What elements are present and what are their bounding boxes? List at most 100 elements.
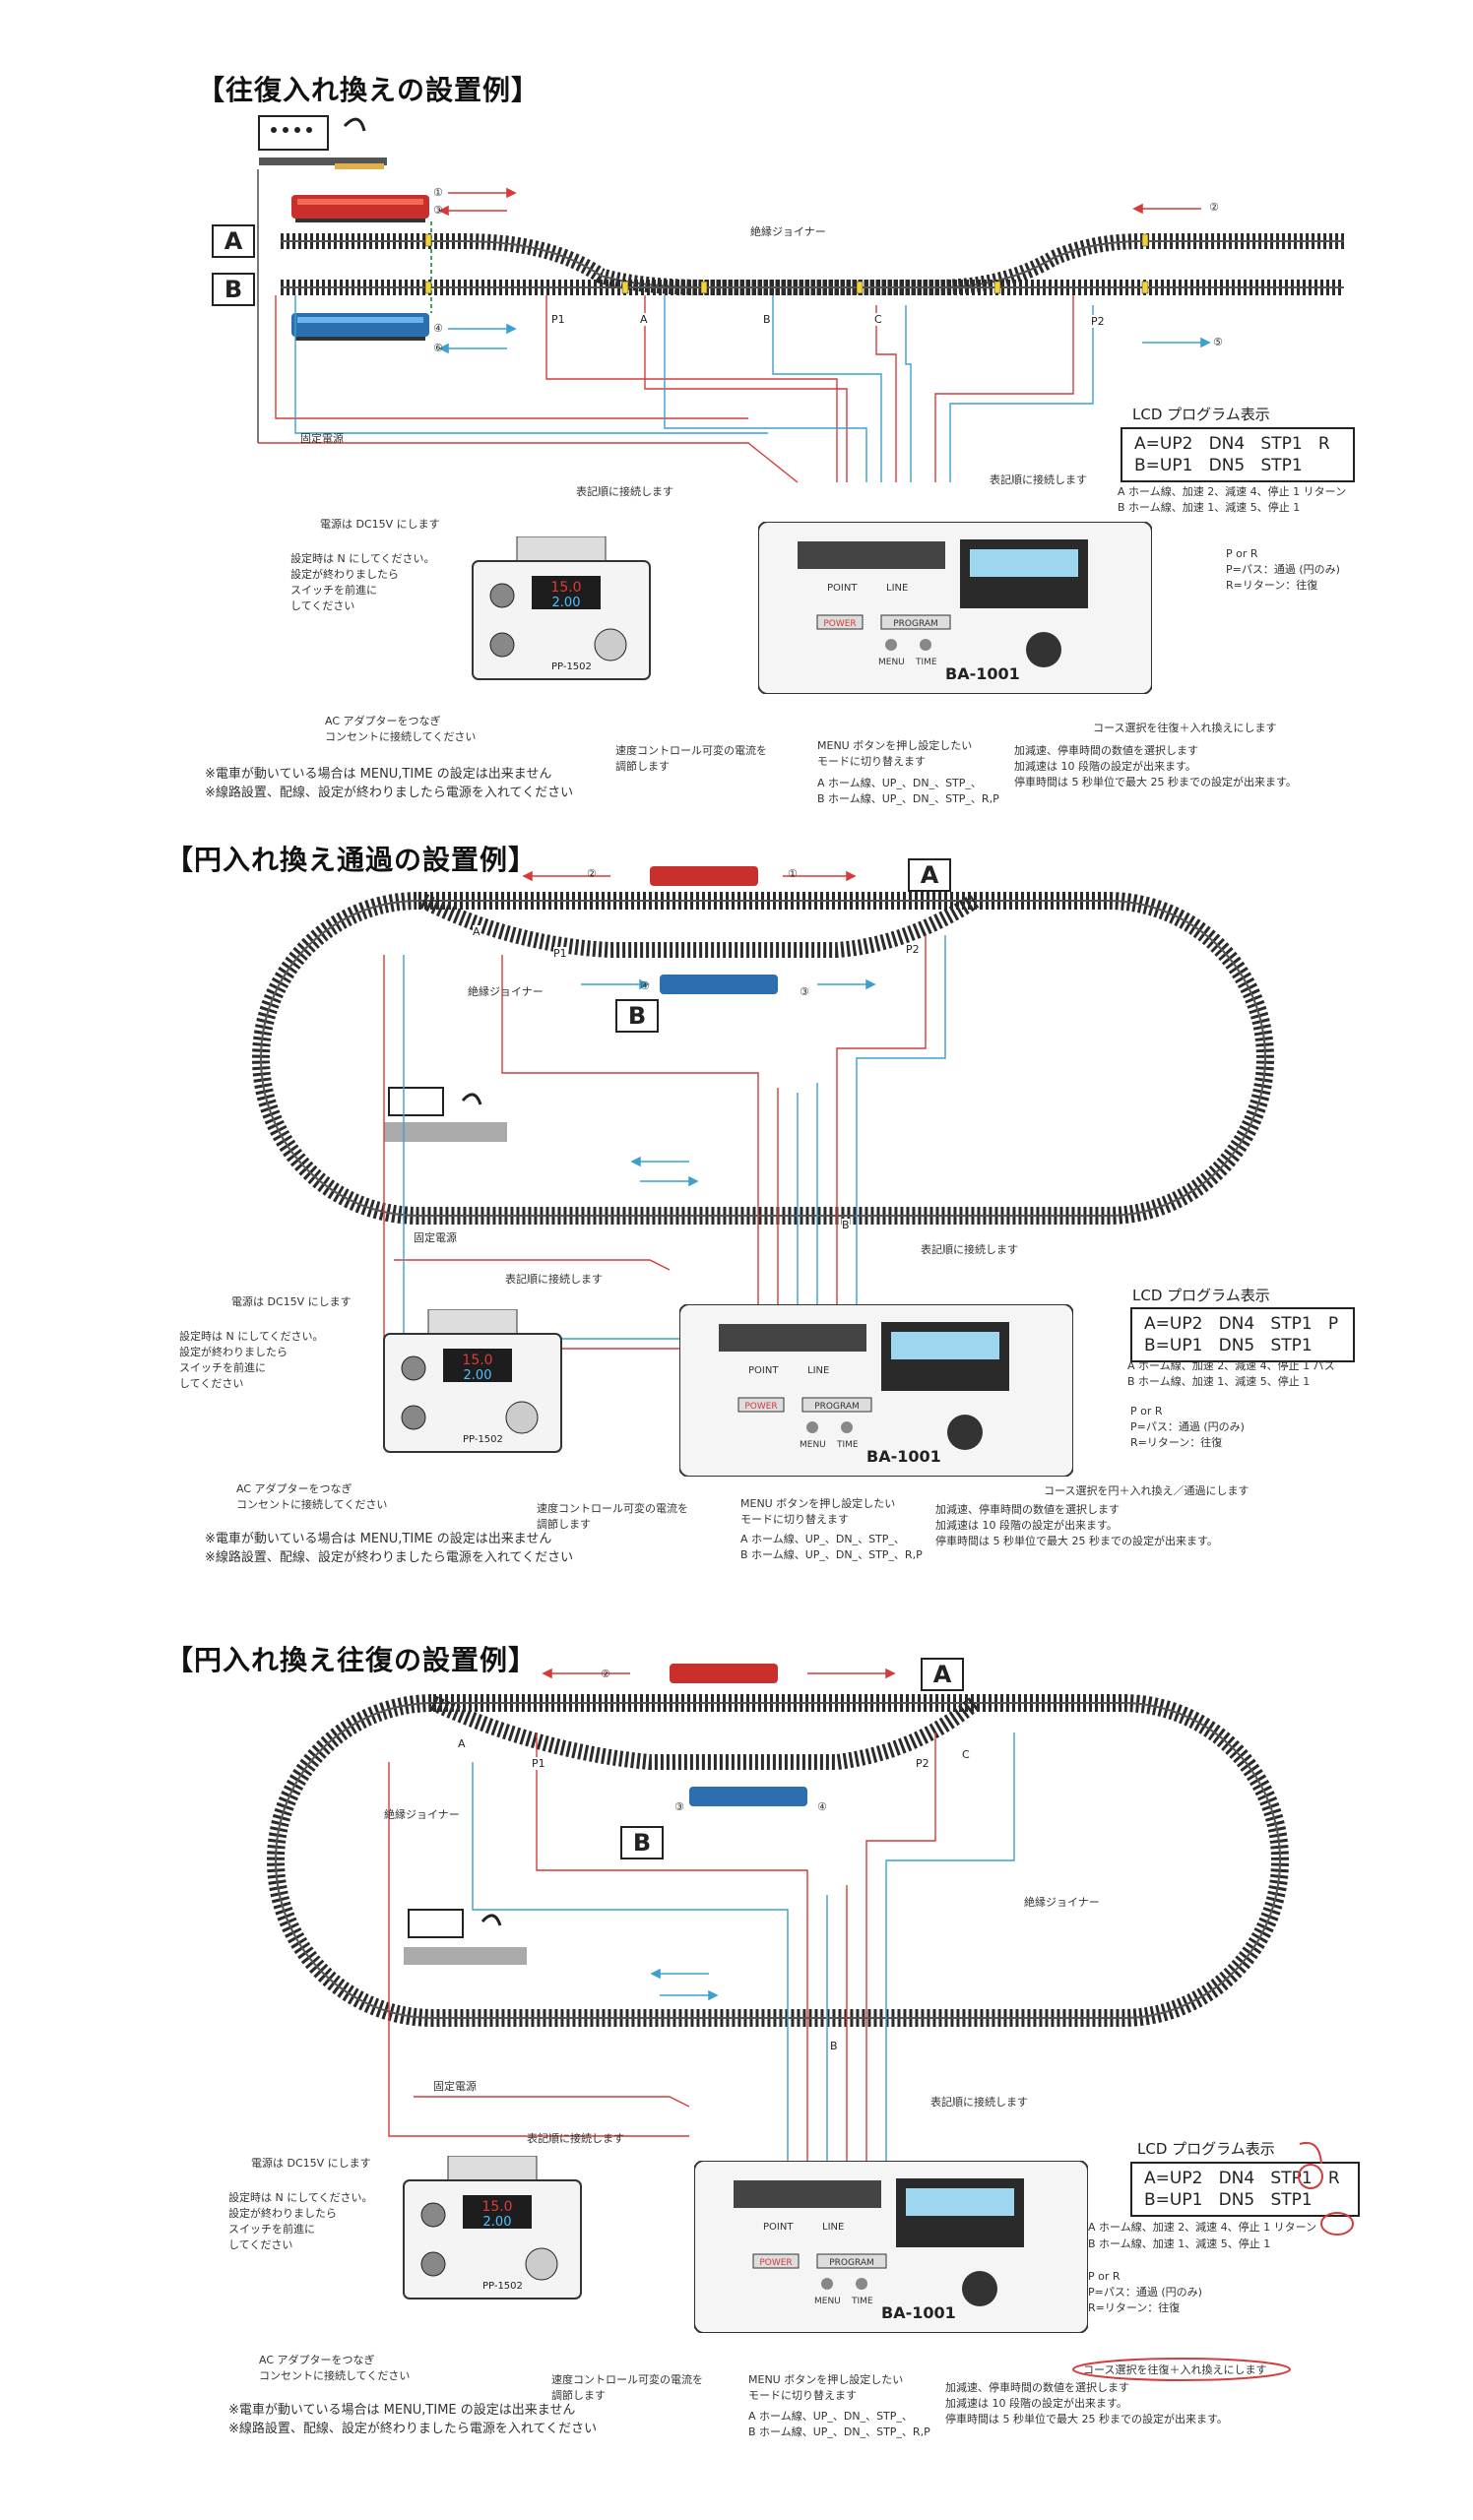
section2-diagram	[252, 866, 1274, 1368]
por-r: R=リターン：往復	[1226, 579, 1318, 592]
lcd-desc-1: A ホーム線、加速 2、減速 4、停止 1 リターン	[1088, 2221, 1317, 2234]
por-label: P or R	[1088, 2270, 1121, 2283]
svg-text:TIME: TIME	[836, 1440, 859, 1450]
point-label-p2: P2	[1091, 315, 1105, 328]
lcd-desc-2: B ホーム線、加速 1、減速 5、停止 1	[1118, 501, 1301, 514]
svg-text:POWER: POWER	[759, 2258, 792, 2268]
por-r: R=リターン：往復	[1088, 2301, 1181, 2314]
svg-text:LINE: LINE	[822, 2222, 844, 2233]
svg-text:POINT: POINT	[827, 583, 858, 594]
svg-text:PP-1502: PP-1502	[551, 662, 592, 672]
fixed-power-label: 固定電源	[300, 432, 344, 445]
por-p: P=パス：通過 (円のみ)	[1226, 563, 1340, 576]
station-icon	[404, 1909, 527, 1965]
menu-a-note: A ホーム線、UP_、DN_、STP_、	[748, 2410, 913, 2423]
point-label-p1: P1	[532, 1757, 545, 1770]
power-unit: 15.0 2.00 PP-1502	[374, 1308, 571, 1457]
connect-label-2: 表記順に接続します	[930, 2096, 1028, 2109]
por-r: R=リターン：往復	[1130, 1436, 1223, 1449]
svg-text:PROGRAM: PROGRAM	[829, 2258, 874, 2268]
point-label-p2: P2	[906, 943, 920, 956]
svg-text:15.0: 15.0	[481, 2199, 512, 2215]
circle-label: ③	[674, 1800, 684, 1813]
circle-label: ①	[788, 867, 798, 880]
dc15v-note: 電源は DC15V にします	[320, 518, 440, 531]
red-locomotive-icon	[291, 195, 429, 222]
point-label-a: A	[473, 925, 480, 938]
fixed-power-label: 固定電源	[433, 2080, 477, 2093]
menu-a-note: A ホーム線、UP_、DN_、STP_、	[740, 1533, 905, 1545]
speed-note: 速度コントロール可変の電流を 調節します	[615, 744, 767, 773]
section1-title: 【往復入れ換えの設置例】	[197, 74, 541, 106]
circle-label: ③	[800, 985, 809, 998]
accel-note: 加減速、停車時間の数値を選択します 加減速は 10 段階の設定が出来ます。 停車…	[945, 2381, 1228, 2426]
por-p: P=パス：通過 (円のみ)	[1088, 2286, 1202, 2299]
track-label-a: A	[921, 1658, 964, 1691]
section3-title: 【円入れ換え往復の設置例】	[165, 1644, 538, 1676]
menu-note: MENU ボタンを押し設定したい モードに切り替えます	[748, 2373, 904, 2402]
track-label-b: B	[212, 273, 255, 306]
speed-note: 速度コントロール可変の電流を 調節します	[537, 1502, 688, 1531]
menu-b-note: B ホーム線、UP_、DN_、STP_、R,P	[817, 792, 999, 805]
ac-note: AC アダプターをつなぎ コンセントに接続してください	[325, 715, 477, 743]
joiner-label: 絶縁ジョイナー	[384, 1808, 460, 1821]
speed-note: 速度コントロール可変の電流を 調節します	[551, 2373, 703, 2402]
power-unit: 15.0 2.00 PP-1502	[463, 536, 660, 684]
lcd-desc-2: B ホーム線、加速 1、減速 5、停止 1	[1127, 1375, 1311, 1388]
svg-text:LINE: LINE	[807, 1365, 829, 1376]
menu-a-note: A ホーム線、UP_、DN_、STP_、	[817, 777, 982, 789]
svg-text:LINE: LINE	[886, 583, 908, 594]
svg-text:POINT: POINT	[763, 2222, 794, 2233]
course-note: コース選択を往復＋入れ換えにします	[1093, 722, 1277, 734]
warning-1: ※電車が動いている場合は MENU,TIME の設定は出来ません	[205, 1532, 552, 1546]
track-label-a: A	[212, 224, 255, 258]
track-label-a: A	[908, 858, 951, 892]
circle-label: ②	[587, 867, 597, 880]
joiner-label: 絶縁ジョイナー	[468, 985, 544, 998]
joiner-label: 絶縁ジョイナー	[750, 225, 826, 238]
connect-label: 表記順に接続します	[576, 485, 673, 498]
svg-text:POWER: POWER	[744, 1402, 777, 1412]
point-label-b: B	[842, 1219, 850, 1231]
svg-text:TIME: TIME	[915, 658, 937, 667]
point-label-p2: P2	[916, 1757, 929, 1770]
svg-text:POWER: POWER	[823, 619, 856, 629]
svg-text:BA-1001: BA-1001	[881, 2303, 956, 2322]
lcd-title: LCD プログラム表示	[1137, 2140, 1275, 2158]
controller-ba1001: POINT LINE POWER PROGRAM MENU TIME BA-10…	[678, 1303, 1074, 1478]
svg-text:2.00: 2.00	[464, 1368, 492, 1383]
setting-note: 設定時は N にしてください。 設定が終わりましたら スイッチを前進に してくだ…	[290, 552, 435, 612]
circle-label: ③	[433, 204, 443, 217]
controller-ba1001: POINT LINE POWER PROGRAM MENU TIME BA-10…	[757, 521, 1153, 695]
accel-note: 加減速、停車時間の数値を選択します 加減速は 10 段階の設定が出来ます。 停車…	[935, 1503, 1218, 1547]
track-label-b: B	[620, 1826, 664, 1859]
svg-text:PROGRAM: PROGRAM	[814, 1402, 860, 1412]
svg-text:MENU: MENU	[800, 1440, 826, 1450]
lcd-title: LCD プログラム表示	[1132, 1287, 1270, 1304]
point-label-b: B	[763, 313, 771, 326]
lcd-desc-2: B ホーム線、加速 1、減速 5、停止 1	[1088, 2237, 1271, 2250]
lcd-title: LCD プログラム表示	[1132, 406, 1270, 423]
point-label-b: B	[830, 2040, 838, 2052]
svg-text:POINT: POINT	[748, 1365, 779, 1376]
blue-locomotive-icon	[660, 975, 778, 994]
circle-label: ②	[1209, 201, 1219, 214]
warning-1: ※電車が動いている場合は MENU,TIME の設定は出来ません	[205, 767, 552, 782]
por-label: P or R	[1130, 1405, 1163, 1418]
track-label-b: B	[615, 999, 659, 1033]
menu-note: MENU ボタンを押し設定したい モードに切り替えます	[817, 739, 973, 768]
connect-label-2: 表記順に接続します	[990, 473, 1087, 486]
svg-text:PROGRAM: PROGRAM	[893, 619, 938, 629]
course-note: コース選択を円＋入れ換え／通過にします	[1044, 1484, 1249, 1497]
station-icon	[384, 1087, 507, 1142]
svg-text:TIME: TIME	[851, 2297, 873, 2306]
circle-label: ④	[817, 1800, 827, 1813]
svg-text:15.0: 15.0	[462, 1353, 492, 1368]
warning-1: ※電車が動いている場合は MENU,TIME の設定は出来ません	[228, 2403, 576, 2418]
blue-locomotive-icon	[689, 1787, 807, 1806]
oval-track	[267, 1694, 1289, 2027]
point-label-c: C	[962, 1748, 970, 1761]
por-label: P or R	[1226, 547, 1258, 560]
